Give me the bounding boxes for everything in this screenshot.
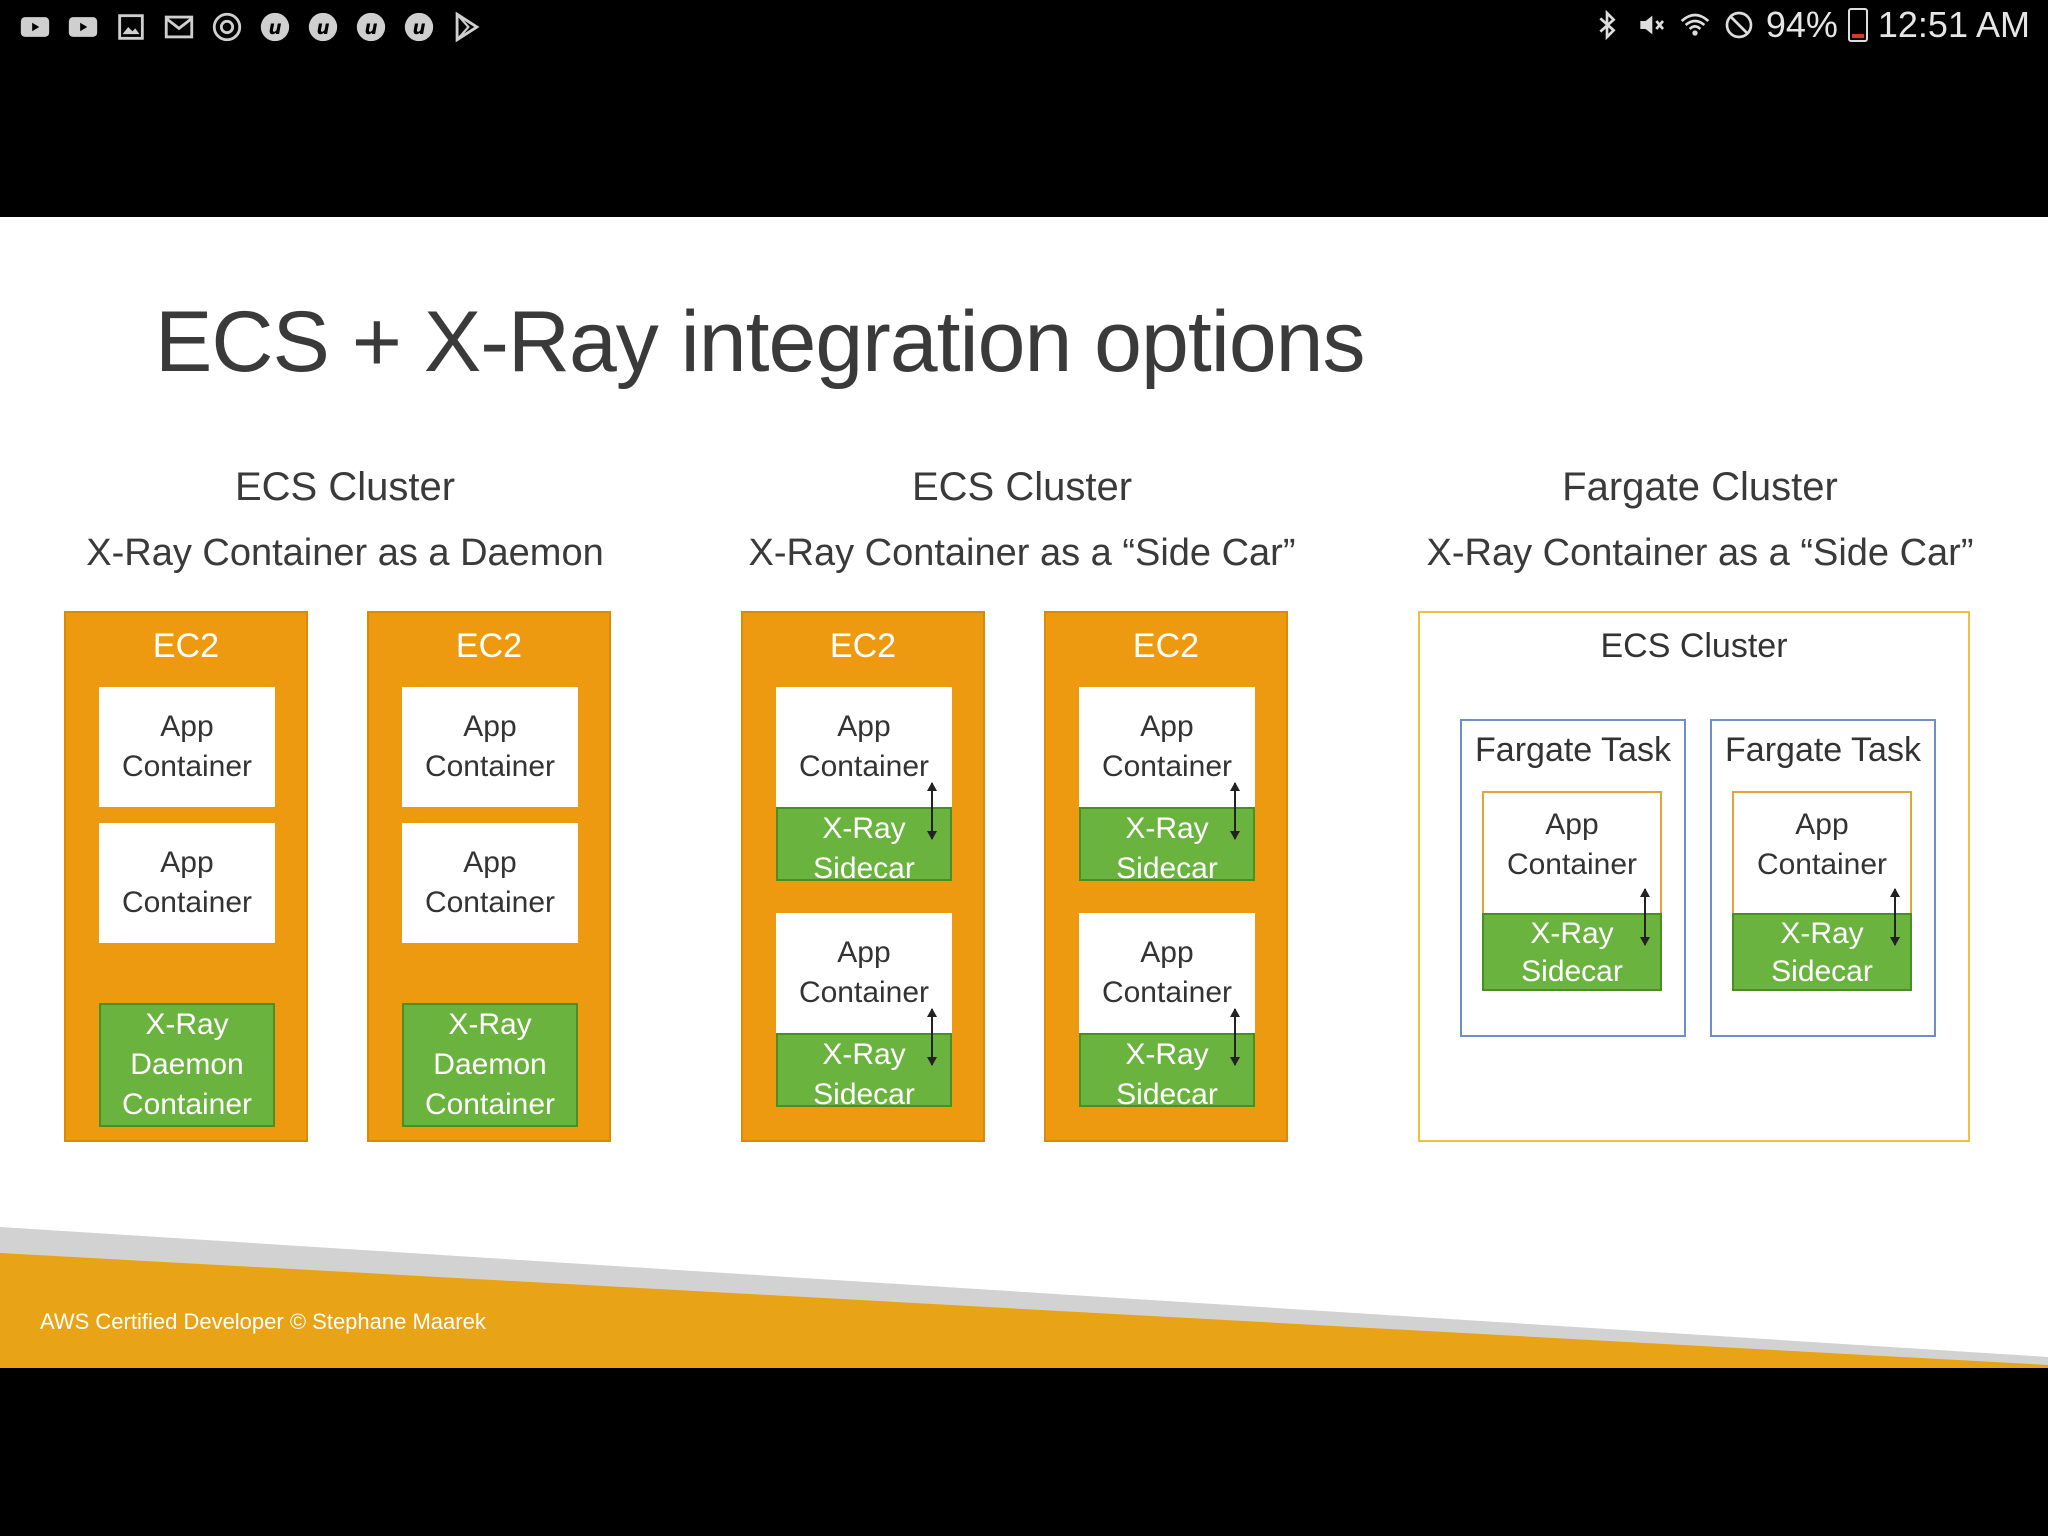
image-icon [114,10,148,44]
do-not-disturb-icon [1722,8,1756,42]
fargate-task-label: Fargate Task [1475,731,1671,769]
app-container: App Container [99,823,275,943]
section-fargate-sidecar: Fargate Cluster X-Ray Container as a “Si… [1420,465,1980,575]
footer-copyright: AWS Certified Developer © Stephane Maare… [40,1309,486,1334]
udemy-icon: u [354,10,388,44]
bidirectional-arrow-icon [1890,888,1900,946]
task-containers: App Container X-Ray Sidecar [1482,791,1662,991]
udemy-icon: u [306,10,340,44]
ec2-label: EC2 [829,627,897,665]
footer-stripe [0,1227,2048,1368]
sync-icon [210,10,244,44]
bidirectional-arrow-icon [1640,888,1650,946]
ecs-cluster-label: ECS Cluster [1600,627,1788,665]
bluetooth-icon [1590,8,1624,42]
task-containers: App Container X-Ray Sidecar [1732,791,1912,991]
ec2-host: EC2 App Container App Container X-Ray Da… [367,611,611,1142]
ec2-label: EC2 [1132,627,1200,665]
section-heading: Fargate Cluster [1562,465,1838,509]
section-subtitle: X-Ray Container as a “Side Car” [1426,532,1974,574]
clock: 12:51 AM [1877,4,2030,45]
section-subtitle: X-Ray Container as a Daemon [86,532,604,574]
ec2-label: EC2 [455,627,523,665]
fargate-task: Fargate Task App Container X-Ray Sidecar [1460,719,1686,1037]
app-container: App Container [1756,808,1888,881]
section-ecs-daemon: ECS Cluster X-Ray Container as a Daemon [65,465,625,575]
slide: ECS + X-Ray integration options ECS Clus… [0,217,2048,1368]
udemy-icon: u [402,10,436,44]
section-subtitle: X-Ray Container as a “Side Car” [748,532,1296,574]
xray-sidecar: X-Ray Sidecar [776,807,952,885]
notification-icons: u u u u [18,10,484,44]
bidirectional-arrow-icon [1230,782,1240,840]
xray-sidecar: X-Ray Sidecar [1732,913,1912,991]
fargate-task: Fargate Task App Container X-Ray Sidecar [1710,719,1936,1037]
battery-percent: 94% [1765,4,1838,45]
udemy-icon: u [258,10,292,44]
youtube-icon [66,10,100,44]
section-heading: ECS Cluster [234,465,456,509]
xray-daemon-container: X-Ray Daemon Container [402,1003,578,1127]
app-container: App Container [1506,808,1638,881]
ecs-cluster-frame: ECS Cluster Fargate Task App Container X… [1418,611,1970,1142]
section-ecs-sidecar: ECS Cluster X-Ray Container as a “Side C… [742,465,1302,575]
ec2-host: EC2 App Container App Container X-Ray Da… [64,611,308,1142]
app-container: App Container [402,823,578,943]
vibrate-mute-icon [1634,8,1668,42]
svg-text:u: u [268,18,281,39]
svg-text:u: u [412,18,425,39]
xray-sidecar: X-Ray Sidecar [1079,807,1255,885]
slide-title: ECS + X-Ray integration options [155,294,1365,390]
section-heading: ECS Cluster [911,465,1133,509]
svg-text:u: u [364,18,377,39]
system-tray: 94% 12:51 AM [1590,4,2030,46]
app-container: App Container [776,913,952,1033]
play-store-icon [450,10,484,44]
app-container: App Container [1079,913,1255,1033]
app-container: App Container [402,687,578,807]
youtube-icon [18,10,52,44]
app-container: App Container [99,687,275,807]
ec2-host: EC2 App Container X-Ray Sidecar App Cont… [741,611,985,1142]
xray-sidecar: X-Ray Sidecar [1079,1033,1255,1111]
xray-daemon-container: X-Ray Daemon Container [99,1003,275,1127]
ec2-host: EC2 App Container X-Ray Sidecar App Cont… [1044,611,1288,1142]
xray-sidecar: X-Ray Sidecar [1482,913,1662,991]
wifi-icon [1678,8,1712,42]
battery-icon [1847,8,1868,42]
bidirectional-arrow-icon [927,782,937,840]
svg-text:u: u [316,18,329,39]
app-container: App Container [1079,687,1255,807]
bidirectional-arrow-icon [927,1008,937,1066]
xray-sidecar: X-Ray Sidecar [776,1033,952,1111]
status-bar: u u u u 94% 12:51 AM [0,0,2048,54]
ec2-label: EC2 [152,627,220,665]
bidirectional-arrow-icon [1230,1008,1240,1066]
fargate-task-label: Fargate Task [1725,731,1921,769]
gmail-icon [162,10,196,44]
app-container: App Container [776,687,952,807]
